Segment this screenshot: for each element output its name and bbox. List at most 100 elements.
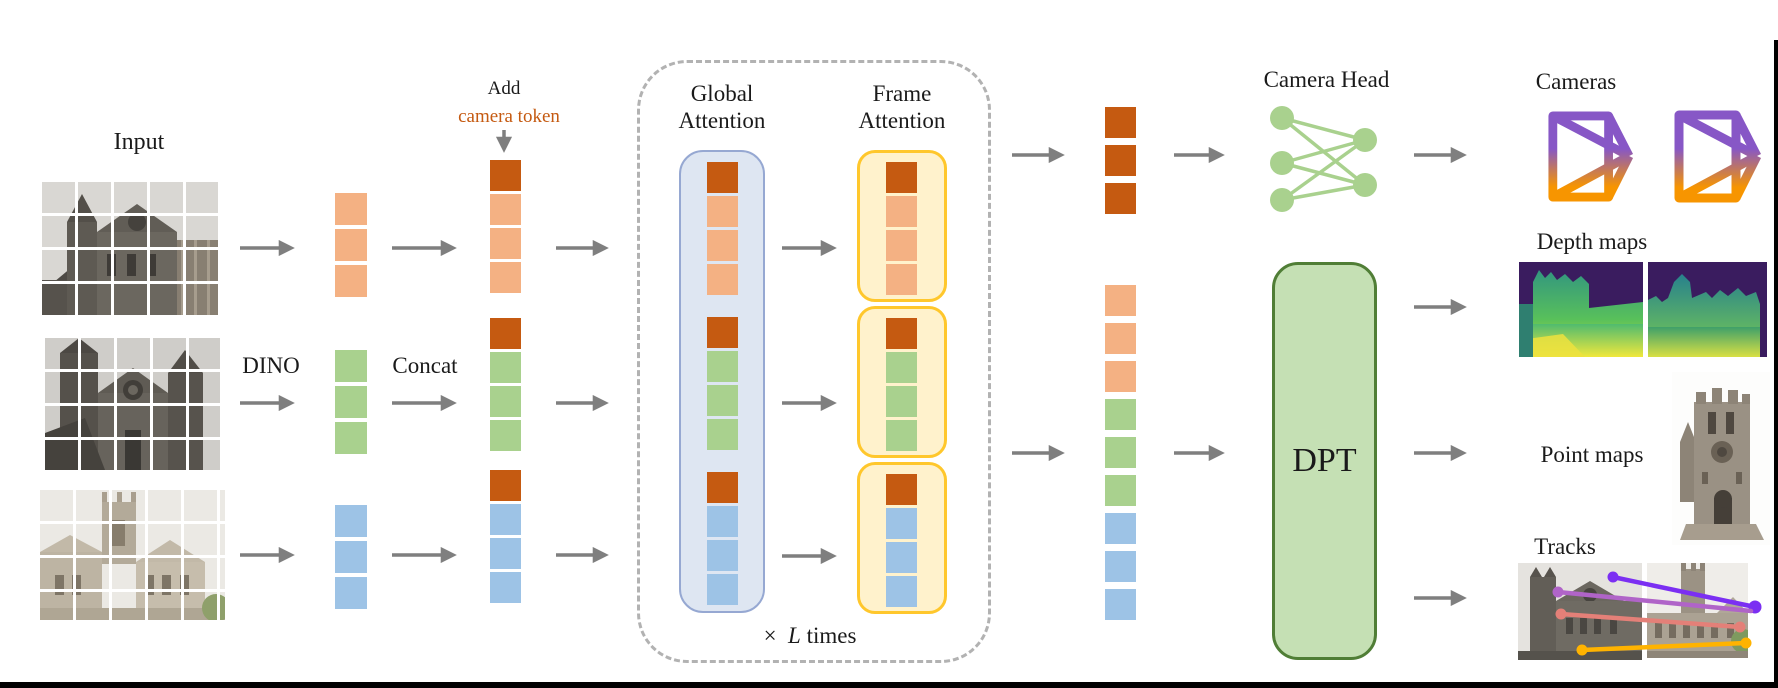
token-patch1 <box>335 193 367 225</box>
token-camera <box>490 318 521 349</box>
token-patch2 <box>335 422 367 454</box>
token-patch1 <box>886 264 917 295</box>
global-attention-label: Global Attention <box>678 81 766 133</box>
depth-maps-label: Depth maps <box>1536 229 1648 254</box>
input-image-2 <box>45 338 220 470</box>
token-patch2 <box>707 351 738 382</box>
token-patch1 <box>1105 285 1136 316</box>
token-patch1 <box>490 194 521 225</box>
token-group-gap <box>707 298 738 314</box>
token-patch2 <box>886 386 917 417</box>
token-patch3 <box>707 506 738 537</box>
frame-attention-label: Frame Attention <box>858 81 946 133</box>
dpt-label: DPT <box>1292 442 1357 479</box>
token-patch2 <box>490 386 521 417</box>
token-camera <box>707 317 738 348</box>
token-patch3 <box>335 505 367 537</box>
frame-right-edge <box>1774 40 1778 688</box>
token-patch2 <box>490 420 521 451</box>
patch-token-output-stack <box>1105 285 1136 620</box>
token-patch1 <box>886 196 917 227</box>
add-camera-token-label-line2: camera token <box>458 106 560 127</box>
concat-token-stack-frame3 <box>490 470 521 603</box>
camera-token-output-stack <box>1105 107 1136 214</box>
token-patch3 <box>490 504 521 535</box>
depth-map-image-1 <box>1519 262 1643 357</box>
token-patch3 <box>1105 589 1136 620</box>
frame-attention-token-stack-2 <box>886 318 917 451</box>
token-camera <box>707 162 738 193</box>
token-patch1 <box>1105 361 1136 392</box>
token-camera <box>707 472 738 503</box>
token-patch3 <box>886 576 917 607</box>
token-patch2 <box>335 386 367 418</box>
input-image-3 <box>40 490 225 620</box>
token-patch2 <box>1105 399 1136 430</box>
camera-head-label: Camera Head <box>1263 67 1390 92</box>
token-patch3 <box>886 542 917 573</box>
token-patch3 <box>1105 551 1136 582</box>
token-patch3 <box>490 538 521 569</box>
dpt-box: DPT <box>1272 262 1377 660</box>
patch-grid-overlay <box>40 490 225 620</box>
token-patch2 <box>707 385 738 416</box>
token-patch3 <box>707 540 738 571</box>
token-patch3 <box>886 508 917 539</box>
token-patch1 <box>490 262 521 293</box>
token-patch1 <box>886 230 917 261</box>
token-camera <box>886 474 917 505</box>
token-patch2 <box>490 352 521 383</box>
token-camera <box>886 318 917 349</box>
loop-times-label: × L times <box>763 623 857 648</box>
concat-token-stack-frame1 <box>490 160 521 293</box>
token-patch3 <box>707 574 738 605</box>
token-patch3 <box>490 572 521 603</box>
token-camera <box>1105 107 1136 138</box>
add-camera-token-label-line1: Add <box>487 78 521 99</box>
token-patch3 <box>335 541 367 573</box>
patch-token-stack-frame3 <box>335 505 367 609</box>
token-camera <box>1105 183 1136 214</box>
token-patch3 <box>335 577 367 609</box>
transformer-block-outline <box>637 60 991 663</box>
camera-frustum-icon-1 <box>1546 108 1634 205</box>
token-patch1 <box>707 230 738 261</box>
token-patch1 <box>707 264 738 295</box>
token-patch1 <box>335 229 367 261</box>
concat-token-stack-frame2 <box>490 318 521 451</box>
token-patch2 <box>886 420 917 451</box>
token-camera <box>1105 145 1136 176</box>
camera-frustum-icon-2 <box>1671 108 1763 205</box>
concat-label: Concat <box>392 353 458 378</box>
frame-attention-token-stack-1 <box>886 162 917 295</box>
token-group-gap <box>707 453 738 469</box>
input-image-1 <box>42 182 218 315</box>
global-attention-token-stack <box>707 162 738 605</box>
token-patch3 <box>1105 513 1136 544</box>
token-patch1 <box>1105 323 1136 354</box>
tracks-label: Tracks <box>1534 534 1596 559</box>
token-camera <box>490 160 521 191</box>
token-patch2 <box>1105 475 1136 506</box>
token-patch2 <box>335 350 367 382</box>
dino-label: DINO <box>242 353 300 378</box>
input-label: Input <box>113 129 165 155</box>
point-map-image <box>1672 372 1770 545</box>
token-camera <box>886 162 917 193</box>
patch-token-stack-frame1 <box>335 193 367 297</box>
token-patch2 <box>707 419 738 450</box>
patch-grid-overlay <box>42 182 218 315</box>
patch-grid-overlay <box>45 338 220 470</box>
token-patch2 <box>1105 437 1136 468</box>
track-image-1 <box>1518 563 1642 660</box>
token-patch2 <box>886 352 917 383</box>
token-patch1 <box>490 228 521 259</box>
token-patch1 <box>335 265 367 297</box>
depth-map-image-2 <box>1648 262 1767 357</box>
token-camera <box>490 470 521 501</box>
point-maps-label: Point maps <box>1540 442 1644 467</box>
frame-attention-token-stack-3 <box>886 474 917 607</box>
frame-bottom-edge <box>0 682 1778 688</box>
track-image-2 <box>1647 563 1748 658</box>
